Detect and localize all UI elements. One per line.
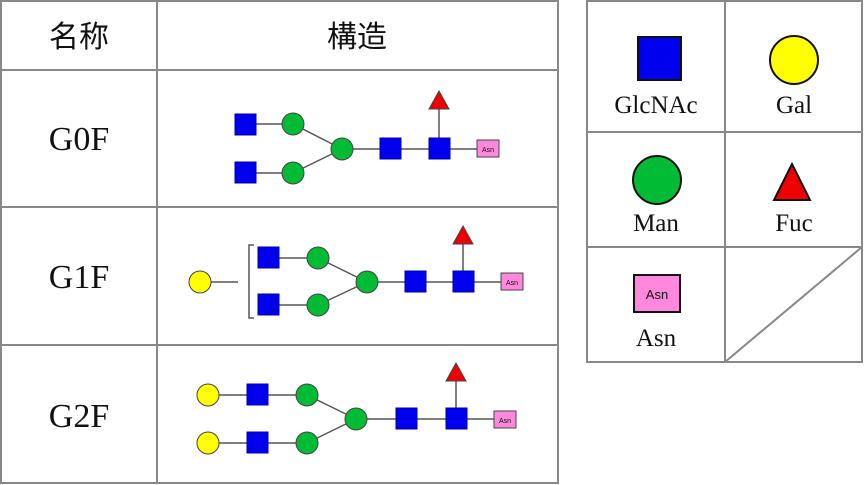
galactose-circle bbox=[196, 431, 220, 455]
row-name-g2f: G2F bbox=[49, 398, 109, 435]
row-name-g1f: G1F bbox=[49, 259, 109, 296]
asn-box bbox=[476, 139, 500, 158]
mannose-circle bbox=[281, 112, 305, 136]
mannose-circle bbox=[306, 293, 330, 317]
legend-empty-cell-diagonal bbox=[724, 246, 863, 363]
fucose-triangle bbox=[452, 224, 474, 245]
legend-item-glcnac: GlcNAc bbox=[614, 36, 698, 119]
mannose-circle bbox=[344, 407, 368, 431]
asn-icon bbox=[633, 274, 681, 313]
legend-label-asn: Asn bbox=[636, 325, 677, 352]
legend-item-gal: Gal bbox=[769, 35, 819, 119]
mannose-circle bbox=[295, 431, 319, 455]
glcnac-square bbox=[246, 431, 269, 454]
legend-item-man: Man bbox=[632, 155, 682, 237]
mannose-circle bbox=[355, 270, 379, 294]
structure-g2f: Asn bbox=[196, 361, 517, 455]
mannose-icon bbox=[632, 155, 682, 205]
asn-box bbox=[493, 410, 517, 429]
asn-box-label: Asn bbox=[499, 418, 511, 425]
asn-icon-label: Asn bbox=[646, 287, 668, 302]
mannose-circle bbox=[295, 383, 319, 407]
glcnac-square bbox=[445, 407, 468, 430]
glcnac-square bbox=[395, 407, 418, 430]
fucose-triangle bbox=[445, 361, 467, 382]
table-border bbox=[0, 0, 559, 484]
legend-label-glcnac: GlcNAc bbox=[614, 92, 697, 119]
asn-box-label: Asn bbox=[506, 280, 518, 287]
glcnac-square bbox=[452, 270, 475, 293]
legend-table bbox=[586, 0, 863, 363]
fucose-triangle bbox=[428, 89, 450, 110]
header-structure: 構造 bbox=[327, 20, 387, 55]
galactose-icon bbox=[769, 35, 819, 85]
legend-label-man: Man bbox=[633, 210, 679, 237]
glcnac-square bbox=[234, 113, 257, 136]
fucose-icon bbox=[772, 161, 812, 201]
structure-g1f: Asn bbox=[188, 224, 524, 319]
legend-item-asn: Asn Asn bbox=[633, 274, 681, 352]
glcnac-square bbox=[428, 137, 451, 160]
glcnac-square bbox=[246, 383, 269, 406]
mannose-circle bbox=[330, 137, 354, 161]
glcnac-square bbox=[257, 246, 280, 269]
mannose-circle bbox=[306, 246, 330, 270]
linkage-lines bbox=[245, 100, 488, 174]
glcnac-icon bbox=[637, 36, 682, 81]
asn-box bbox=[500, 272, 524, 291]
asn-box-label: Asn bbox=[482, 147, 494, 154]
glcnac-square bbox=[257, 293, 280, 316]
legend-item-fuc: Fuc bbox=[772, 161, 813, 237]
row-name-g0f: G0F bbox=[49, 121, 109, 158]
galactose-circle bbox=[196, 383, 220, 407]
glcnac-square bbox=[404, 270, 427, 293]
structure-g0f: Asn bbox=[234, 89, 500, 185]
glycan-table bbox=[0, 0, 559, 484]
legend-label-fuc: Fuc bbox=[775, 210, 813, 237]
mannose-circle bbox=[281, 161, 305, 185]
glcnac-square bbox=[379, 137, 402, 160]
galactose-circle bbox=[188, 270, 212, 294]
glcnac-square bbox=[234, 161, 257, 184]
legend-label-gal: Gal bbox=[776, 92, 812, 119]
header-name: 名称 bbox=[49, 20, 109, 55]
